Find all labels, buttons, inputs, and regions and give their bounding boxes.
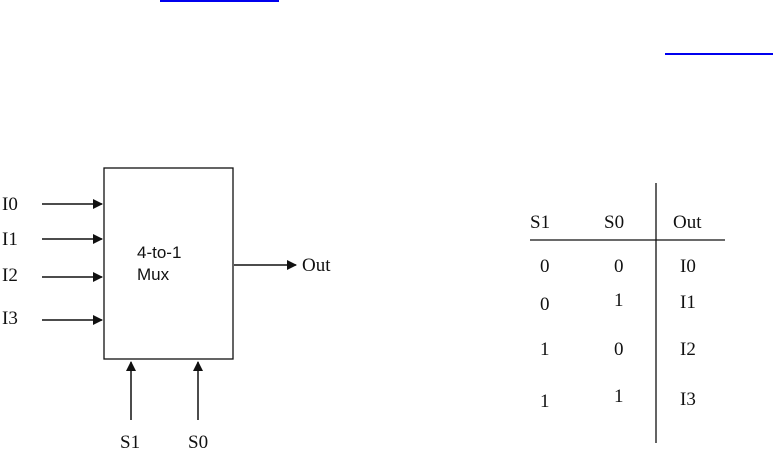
table-cell: 1	[614, 386, 624, 407]
table-header-s1: S1	[530, 212, 550, 233]
table-cell: 1	[614, 290, 624, 311]
input-label-i3: I3	[2, 308, 18, 329]
table-cell: 0	[614, 256, 624, 277]
mux-title-line2: Mux	[137, 265, 170, 284]
table-cell: I3	[680, 389, 696, 410]
input-label-i0: I0	[2, 194, 18, 215]
table-cell: 1	[540, 339, 550, 360]
table-cell: I0	[680, 256, 696, 277]
input-label-i2: I2	[2, 265, 18, 286]
select-label-s0: S0	[188, 432, 208, 453]
output-label: Out	[302, 255, 331, 276]
table-cell: 0	[540, 256, 550, 277]
mux-box	[103, 167, 234, 360]
mux-title-line1: 4-to-1	[137, 243, 181, 262]
table-cell: I1	[680, 292, 696, 313]
input-label-i1: I1	[2, 229, 18, 250]
table-header-out: Out	[673, 212, 702, 233]
table-cell: 0	[614, 339, 624, 360]
table-cell: 0	[540, 294, 550, 315]
table-header-s0: S0	[604, 212, 624, 233]
select-label-s1: S1	[120, 432, 140, 453]
table-cell: I2	[680, 339, 696, 360]
table-cell: 1	[540, 391, 550, 412]
